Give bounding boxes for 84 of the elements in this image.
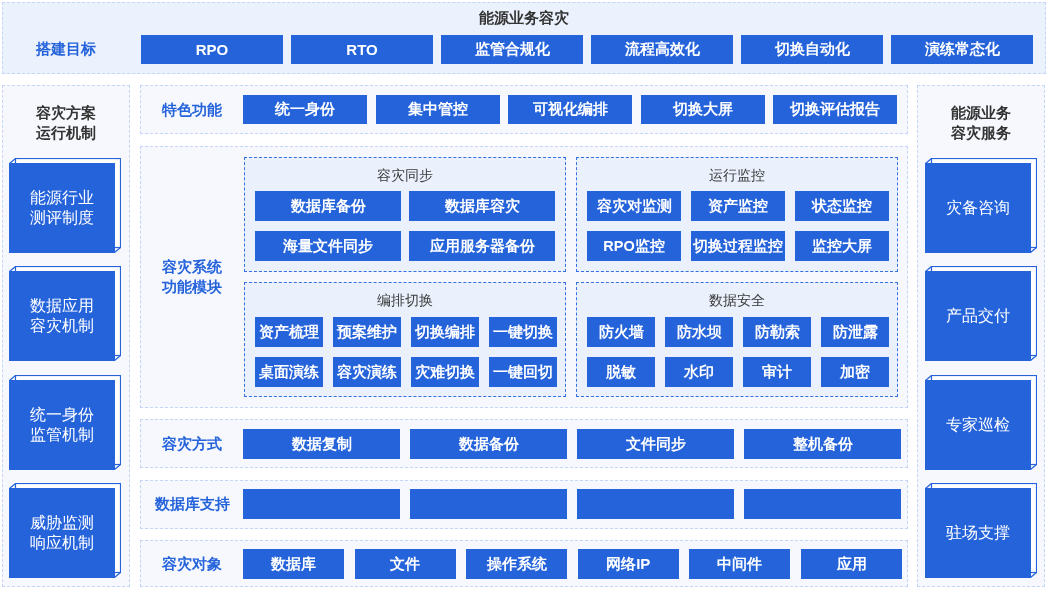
item-box: 防水坝 (665, 317, 733, 347)
group-box (244, 157, 566, 272)
group-heading: 编排切换 (377, 291, 433, 310)
item-box: 数据库备份 (255, 191, 401, 221)
card-label: 驻场支撑 (945, 523, 1011, 543)
blank-box (744, 489, 901, 519)
item-box: 脱敏 (587, 357, 655, 387)
item-box: 一键切换 (489, 317, 557, 347)
item-box: 数据库容灾 (409, 191, 555, 221)
item-box: 切换大屏 (640, 95, 765, 124)
item-box: 可视化编排 (508, 95, 632, 124)
item-box: 数据库 (243, 549, 344, 579)
item-box: 切换编排 (411, 317, 479, 347)
item-box: 加密 (821, 357, 889, 387)
card-label: 专家巡检 (945, 414, 1011, 435)
item-box: 容灾对监测 (587, 191, 681, 221)
item-box: 中间件 (689, 549, 791, 579)
item-box: 监控大屏 (795, 231, 889, 261)
card-label: 能源行业测评制度 (29, 188, 95, 228)
panel (140, 85, 908, 134)
panel (917, 85, 1045, 587)
item-box: 文件同步 (577, 429, 734, 459)
blank-box (577, 489, 734, 519)
item-box: 数据备份 (410, 429, 567, 459)
row-label: 数据库支持 (154, 494, 230, 514)
item-box: 数据复制 (243, 429, 400, 459)
title: 能源业务容灾 (479, 8, 569, 28)
row-label: 搭建目标 (36, 39, 96, 59)
item-box: 流程高效化 (591, 35, 733, 64)
item-box: 水印 (665, 357, 733, 387)
item-box: 文件 (354, 549, 456, 579)
panel-heading: 容灾方案运行机制 (35, 103, 97, 143)
item-box: 应用 (801, 549, 902, 579)
item-box: 容灾演练 (333, 357, 401, 387)
panel (2, 85, 130, 587)
row-label: 容灾系统功能模块 (161, 257, 223, 297)
item-box: 整机备份 (744, 429, 901, 459)
group-heading: 容灾同步 (377, 166, 433, 185)
card-label: 数据应用容灾机制 (29, 296, 95, 337)
group-heading: 数据安全 (709, 291, 765, 310)
panel (140, 540, 908, 587)
card-label: 产品交付 (945, 306, 1011, 327)
item-box: 切换自动化 (741, 35, 883, 64)
panel (140, 419, 908, 468)
item-box: 统一身份 (243, 95, 367, 124)
panel (140, 480, 908, 529)
item-box: 切换过程监控 (691, 231, 785, 261)
item-box: 切换评估报告 (773, 95, 897, 124)
item-box: 操作系统 (466, 549, 568, 579)
item-box: 资产监控 (691, 191, 785, 221)
item-box: 网络IP (577, 549, 679, 579)
card-label: 威胁监测响应机制 (29, 513, 95, 553)
item-box: 灾难切换 (411, 357, 479, 387)
item-box: RPO (141, 35, 283, 64)
card-label: 统一身份监管机制 (29, 404, 95, 445)
item-box: 桌面演练 (255, 357, 323, 387)
item-box: 应用服务器备份 (409, 231, 555, 261)
item-box: 防火墙 (587, 317, 655, 347)
item-box: 状态监控 (795, 191, 889, 221)
item-box: 防勒索 (743, 317, 811, 347)
item-box: 资产梳理 (255, 317, 323, 347)
item-box: 防泄露 (821, 317, 889, 347)
row-label: 特色功能 (162, 100, 222, 120)
item-box: RTO (291, 35, 433, 64)
item-box: 监管合规化 (441, 35, 583, 64)
group-box (576, 157, 898, 272)
group-box (244, 282, 566, 397)
panel (2, 2, 1046, 74)
item-box: RPO监控 (587, 231, 681, 261)
card-label: 灾备咨询 (945, 198, 1011, 218)
panel (140, 146, 908, 408)
item-box: 一键回切 (489, 357, 557, 387)
row-label: 容灾方式 (162, 434, 222, 454)
item-box: 预案维护 (333, 317, 401, 347)
item-box: 审计 (743, 357, 811, 387)
item-box: 海量文件同步 (255, 231, 401, 261)
panel-heading: 能源业务容灾服务 (950, 103, 1012, 143)
row-label: 容灾对象 (162, 554, 222, 574)
group-heading: 运行监控 (709, 166, 765, 185)
blank-box (243, 489, 400, 519)
group-box (576, 282, 898, 397)
item-box: 演练常态化 (891, 35, 1033, 64)
item-box: 集中管控 (375, 95, 500, 124)
blank-box (410, 489, 567, 519)
